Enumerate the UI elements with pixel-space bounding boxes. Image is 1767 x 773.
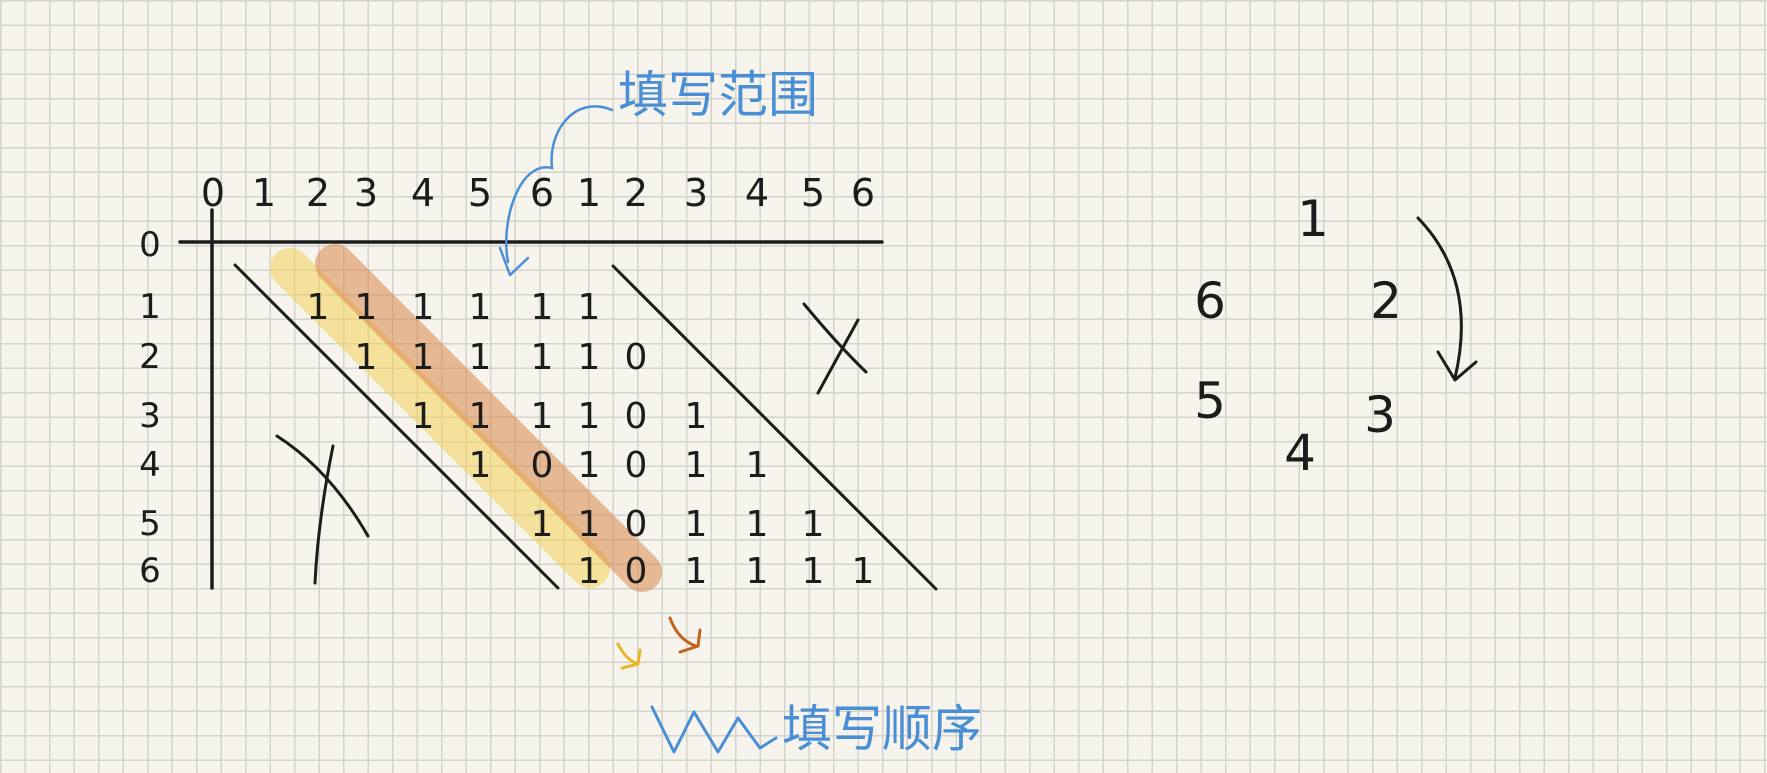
clockwise-arc xyxy=(1416,216,1463,380)
table-cell: 1 xyxy=(307,287,330,328)
table-cell: 1 xyxy=(469,396,492,437)
table-cell: 0 xyxy=(625,396,648,437)
table-cell: 1 xyxy=(531,287,554,328)
table-cell: 1 xyxy=(355,337,378,378)
excluded-lower-mark: X xyxy=(275,434,370,585)
orange-diagonal-highlight xyxy=(315,244,662,592)
column-header: 1 xyxy=(252,171,276,215)
table-cell: 1 xyxy=(469,337,492,378)
table-cell: 1 xyxy=(802,504,825,545)
table-cell: 1 xyxy=(746,504,769,545)
column-header: 2 xyxy=(306,171,330,215)
fill-order-annotation: 填写顺序 xyxy=(616,616,982,758)
circle-number: 5 xyxy=(1194,372,1226,430)
table-cell: 0 xyxy=(625,504,648,545)
fill-order-label: 填写顺序 xyxy=(782,700,982,758)
upper-boundary-line xyxy=(611,264,938,591)
table-cell: 1 xyxy=(852,551,875,592)
column-header: 4 xyxy=(411,171,435,215)
row-header: 4 xyxy=(139,445,161,485)
row-header: 5 xyxy=(139,504,161,544)
circle-number: 4 xyxy=(1284,424,1316,482)
circle-number: 1 xyxy=(1297,190,1329,248)
table-cell: 1 xyxy=(685,445,708,486)
table-cell: 1 xyxy=(578,396,601,437)
row-header: 6 xyxy=(139,551,161,591)
circle-number: 6 xyxy=(1194,272,1226,330)
table-cell: 0 xyxy=(625,445,648,486)
row-header: 1 xyxy=(139,287,161,327)
table-cell: 1 xyxy=(578,337,601,378)
table-cell: 0 xyxy=(625,337,648,378)
column-header: 3 xyxy=(684,171,708,215)
table-cell: 1 xyxy=(802,551,825,592)
circle-number: 2 xyxy=(1370,272,1402,330)
table-cell: 1 xyxy=(685,504,708,545)
table-cell: 1 xyxy=(412,337,435,378)
table-cell: 1 xyxy=(746,551,769,592)
diagonal-highlights xyxy=(270,244,662,592)
clockwise-arrowhead-icon xyxy=(1436,350,1478,382)
column-header: 0 xyxy=(201,171,225,215)
column-header: 5 xyxy=(801,171,825,215)
column-header: 4 xyxy=(745,171,769,215)
x-stroke-1 xyxy=(275,434,370,538)
row-header: 2 xyxy=(139,337,161,377)
table-cell: 1 xyxy=(469,287,492,328)
x-stroke-2 xyxy=(313,444,335,585)
table-cell: 1 xyxy=(355,287,378,328)
table-cell: 1 xyxy=(578,445,601,486)
table-cell: 1 xyxy=(531,504,554,545)
table-cell: 1 xyxy=(469,445,492,486)
table-cell: 1 xyxy=(685,396,708,437)
row-header: 3 xyxy=(139,396,161,436)
x-stroke-4 xyxy=(816,318,860,395)
fill-range-arrow xyxy=(505,105,614,264)
column-header: 3 xyxy=(354,171,378,215)
table-cell: 1 xyxy=(578,504,601,545)
table-cell: 1 xyxy=(531,396,554,437)
fill-range-annotation: 填写范围 xyxy=(498,66,818,277)
boundary-lines xyxy=(233,263,938,591)
fill-range-label: 填写范围 xyxy=(618,66,818,124)
excluded-upper-mark: X xyxy=(802,302,868,395)
circular-order-numbers: 12 345 6 xyxy=(1194,190,1402,482)
column-header: 1 xyxy=(577,171,601,215)
table-cell: 1 xyxy=(578,551,601,592)
x-stroke-3 xyxy=(802,302,868,374)
table-cell: 0 xyxy=(625,551,648,592)
yellow-diagonal-highlight xyxy=(270,248,610,588)
clockwise-arrow xyxy=(1416,216,1478,382)
fill-range-arrowhead xyxy=(498,246,530,277)
table-cell: 0 xyxy=(531,445,554,486)
column-header: 5 xyxy=(468,171,492,215)
table-cell: 1 xyxy=(531,337,554,378)
orange-order-arrow-icon xyxy=(668,616,702,654)
table-cell: 1 xyxy=(685,551,708,592)
table-cell: 1 xyxy=(412,396,435,437)
table-cell: 1 xyxy=(412,287,435,328)
table-axes xyxy=(178,208,884,590)
yellow-order-arrow-icon xyxy=(616,642,642,670)
column-header: 6 xyxy=(530,171,554,215)
row-header: 0 xyxy=(139,225,161,265)
zigzag-order-icon xyxy=(650,705,778,754)
column-header: 6 xyxy=(851,171,875,215)
circle-number: 3 xyxy=(1364,386,1396,444)
table-cell: 1 xyxy=(578,287,601,328)
lower-boundary-line xyxy=(233,263,560,590)
table-cell: 1 xyxy=(746,445,769,486)
column-header: 2 xyxy=(624,171,648,215)
row-headers: 0 1 2 3 4 5 6 xyxy=(139,225,161,591)
